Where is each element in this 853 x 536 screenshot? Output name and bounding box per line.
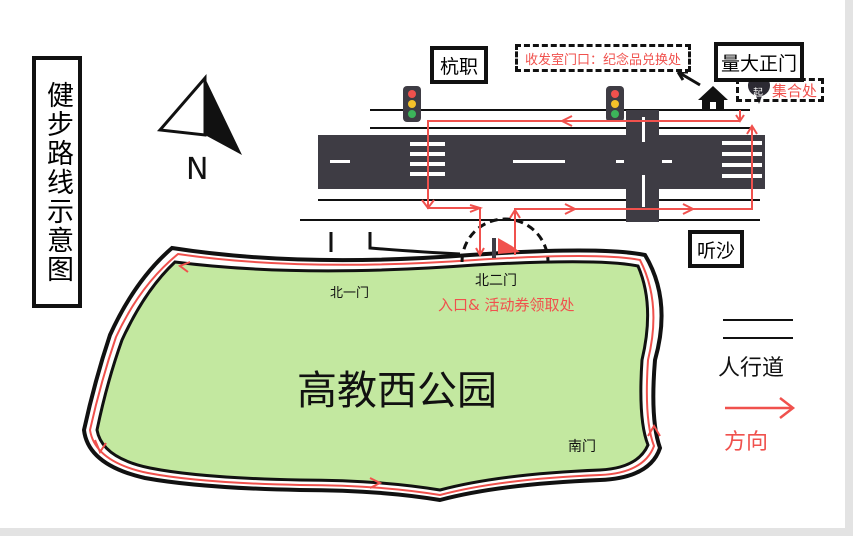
- house-icon: [698, 86, 728, 109]
- assembly-label: 集合处: [771, 81, 817, 100]
- window-edge-right: [845, 0, 853, 536]
- direction-arrow-icon: [725, 397, 796, 419]
- gate-north-1: 北一门: [330, 286, 370, 301]
- entrance-note: 入口& 活动券领取处: [438, 296, 575, 314]
- traffic-light-icon: [606, 86, 624, 122]
- north-arrow-icon: [156, 73, 242, 155]
- place-hangzhi: 杭职: [430, 46, 488, 84]
- flag-icon: [498, 238, 520, 254]
- start-marker-label: 起: [753, 88, 763, 99]
- map-title: 健步路线示意图: [32, 56, 82, 308]
- assembly-point: 集合处: [736, 78, 824, 102]
- walking-route: [88, 252, 656, 497]
- legend-direction: 方向: [724, 430, 769, 455]
- pointer-arrow-icon: [676, 70, 701, 87]
- mailroom-note: 收发室门口：纪念品兑换处: [515, 44, 691, 72]
- park-name: 高教西公园: [297, 368, 497, 414]
- compass-north-label: N: [186, 152, 209, 187]
- window-edge-bottom: [0, 528, 853, 536]
- park-area: [95, 260, 650, 492]
- traffic-light-icon: [403, 86, 421, 122]
- legend-sidewalk: 人行道: [718, 356, 785, 381]
- place-liangda-gate: 量大正门: [714, 42, 804, 82]
- place-tingsha: 听沙: [688, 230, 744, 268]
- gate-south: 南门: [568, 439, 596, 455]
- gate-north-2: 北二门: [475, 273, 517, 289]
- park-outer-border: [81, 245, 664, 503]
